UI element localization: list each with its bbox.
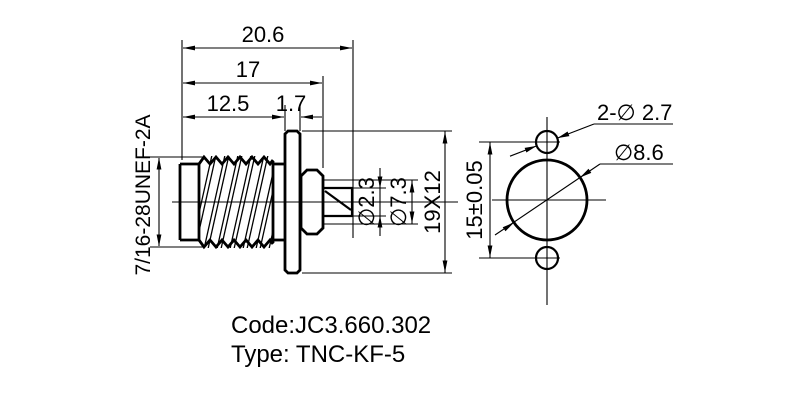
connector-body	[178, 129, 354, 275]
panel-hole-circle	[505, 158, 589, 242]
dim-hole-spacing: 15±0.05	[462, 160, 487, 239]
flange	[283, 129, 302, 275]
code-text: Code:JC3.660.302	[231, 312, 431, 339]
dim-thread-length-group: 12.5	[183, 91, 284, 120]
type-text: Type: TNC-KF-5	[231, 341, 405, 368]
side-view: 20.6 17 12.5 1.7 7/16-28UNEF-2A	[132, 22, 458, 276]
dim-center-hole: ∅8.6	[614, 140, 664, 165]
dim-insulator-diameter: ∅7.3	[386, 177, 411, 227]
dim-center-hole-group: ∅8.6	[494, 140, 673, 236]
dim-mounting-holes: 2-∅ 2.7	[597, 100, 672, 125]
front-body	[178, 162, 201, 242]
dim-body-length: 17	[236, 57, 260, 82]
thread-spec-group: 7/16-28UNEF-2A	[132, 114, 162, 276]
dim-body-length-group: 17	[183, 57, 322, 86]
center-pin	[323, 186, 354, 218]
rear-body	[299, 168, 325, 236]
dim-mounting-holes-group: 2-∅ 2.7	[509, 100, 673, 157]
dim-thread-length: 12.5	[207, 91, 250, 116]
dim-hole-spacing-group: 15±0.05	[462, 142, 493, 258]
dim-pin-diameter: ∅2.3	[354, 177, 379, 227]
dim-flange-size: 19X12	[420, 170, 445, 234]
dim-overall-length-group: 20.6	[183, 22, 352, 51]
dim-flange-thickness-group: 1.7	[276, 91, 322, 120]
thread-hatching	[199, 156, 273, 248]
panel-cutout-view: 15±0.05 2-∅ 2.7 ∅8.6	[462, 100, 673, 305]
dim-overall-length: 20.6	[242, 22, 285, 47]
dim-insulator-diameter-group: ∅7.3	[386, 177, 415, 227]
dim-pin-diameter-group: ∅2.3	[354, 168, 383, 236]
footer-labels: Code:JC3.660.302 Type: TNC-KF-5	[231, 312, 431, 368]
thread-spec-label: 7/16-28UNEF-2A	[132, 114, 155, 275]
dim-flange-thickness: 1.7	[276, 91, 307, 116]
dim-flange-size-group: 19X12	[420, 131, 448, 273]
